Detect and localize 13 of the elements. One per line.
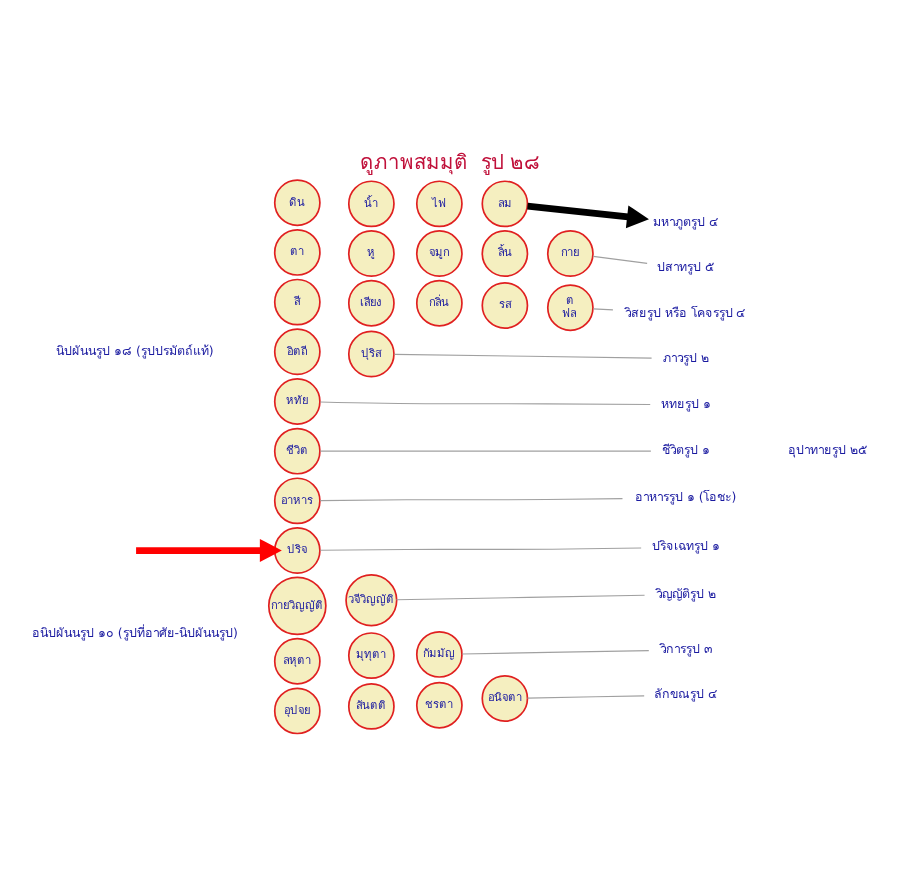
connector <box>319 498 624 502</box>
arrow <box>136 539 282 563</box>
diagram-title: ดูภาพสมมุติ รูป ๒๘ <box>360 153 540 176</box>
connector <box>395 594 646 601</box>
connector <box>592 308 614 311</box>
arrow <box>527 202 649 229</box>
connector <box>393 353 653 359</box>
connector <box>461 650 650 655</box>
connector <box>319 450 652 452</box>
connector <box>319 547 642 551</box>
connector <box>319 401 651 406</box>
connector <box>526 695 645 699</box>
connector <box>592 255 648 264</box>
